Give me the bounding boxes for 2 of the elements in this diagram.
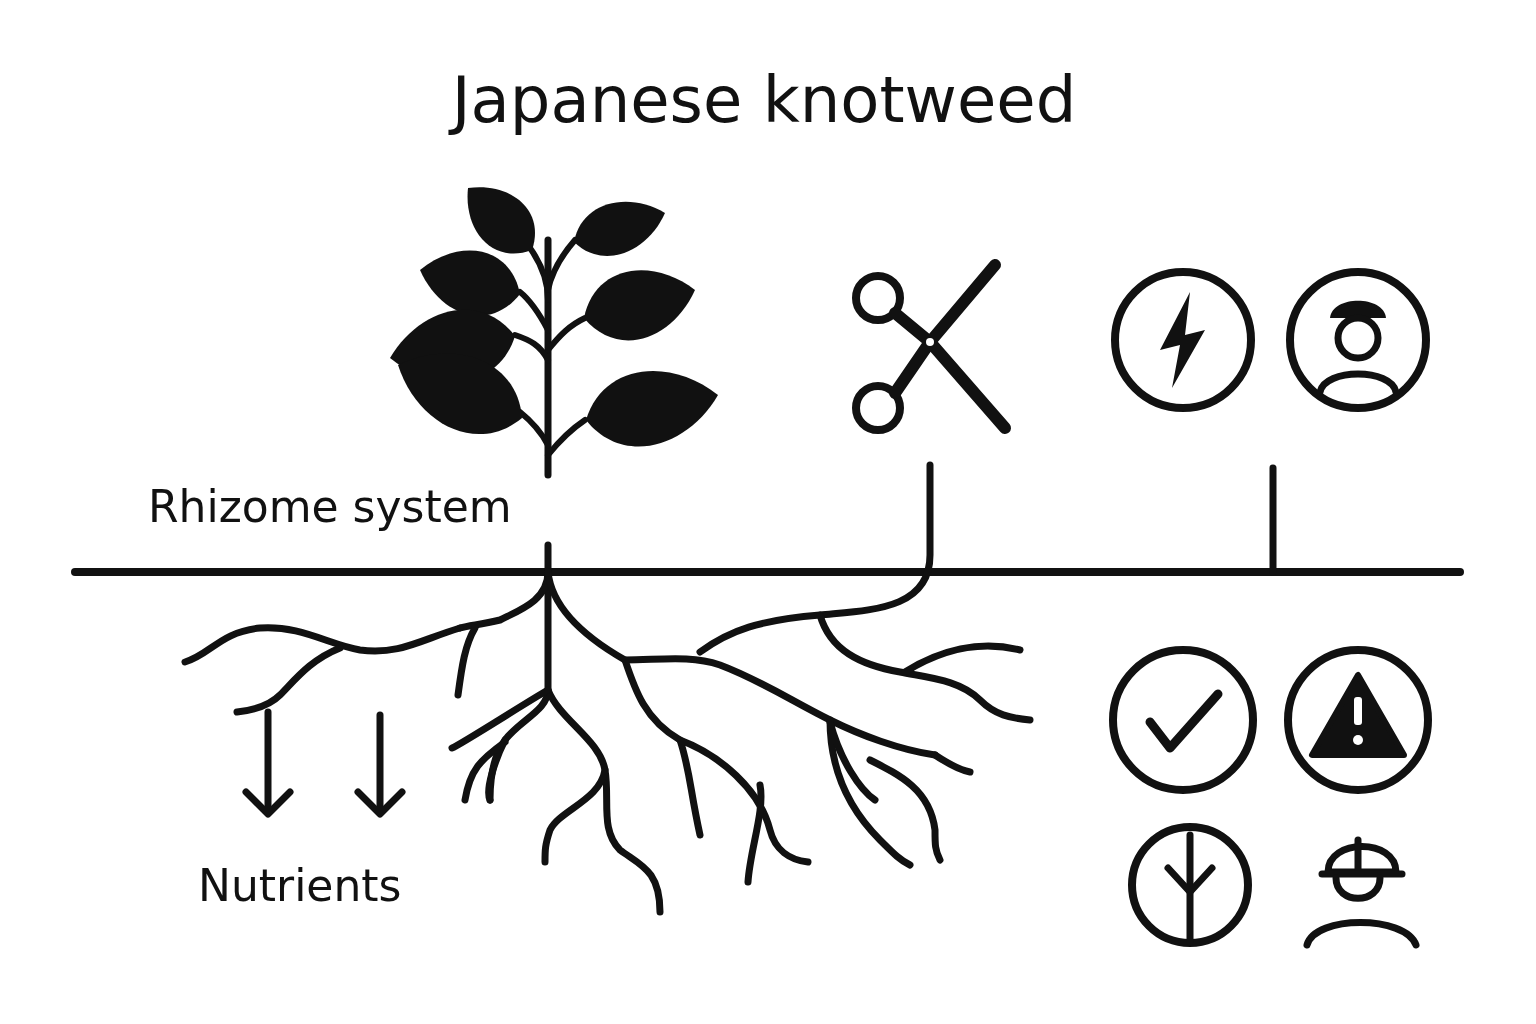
text-label: Rhizome system [148,485,512,529]
text-label: Nutrients [198,864,402,908]
